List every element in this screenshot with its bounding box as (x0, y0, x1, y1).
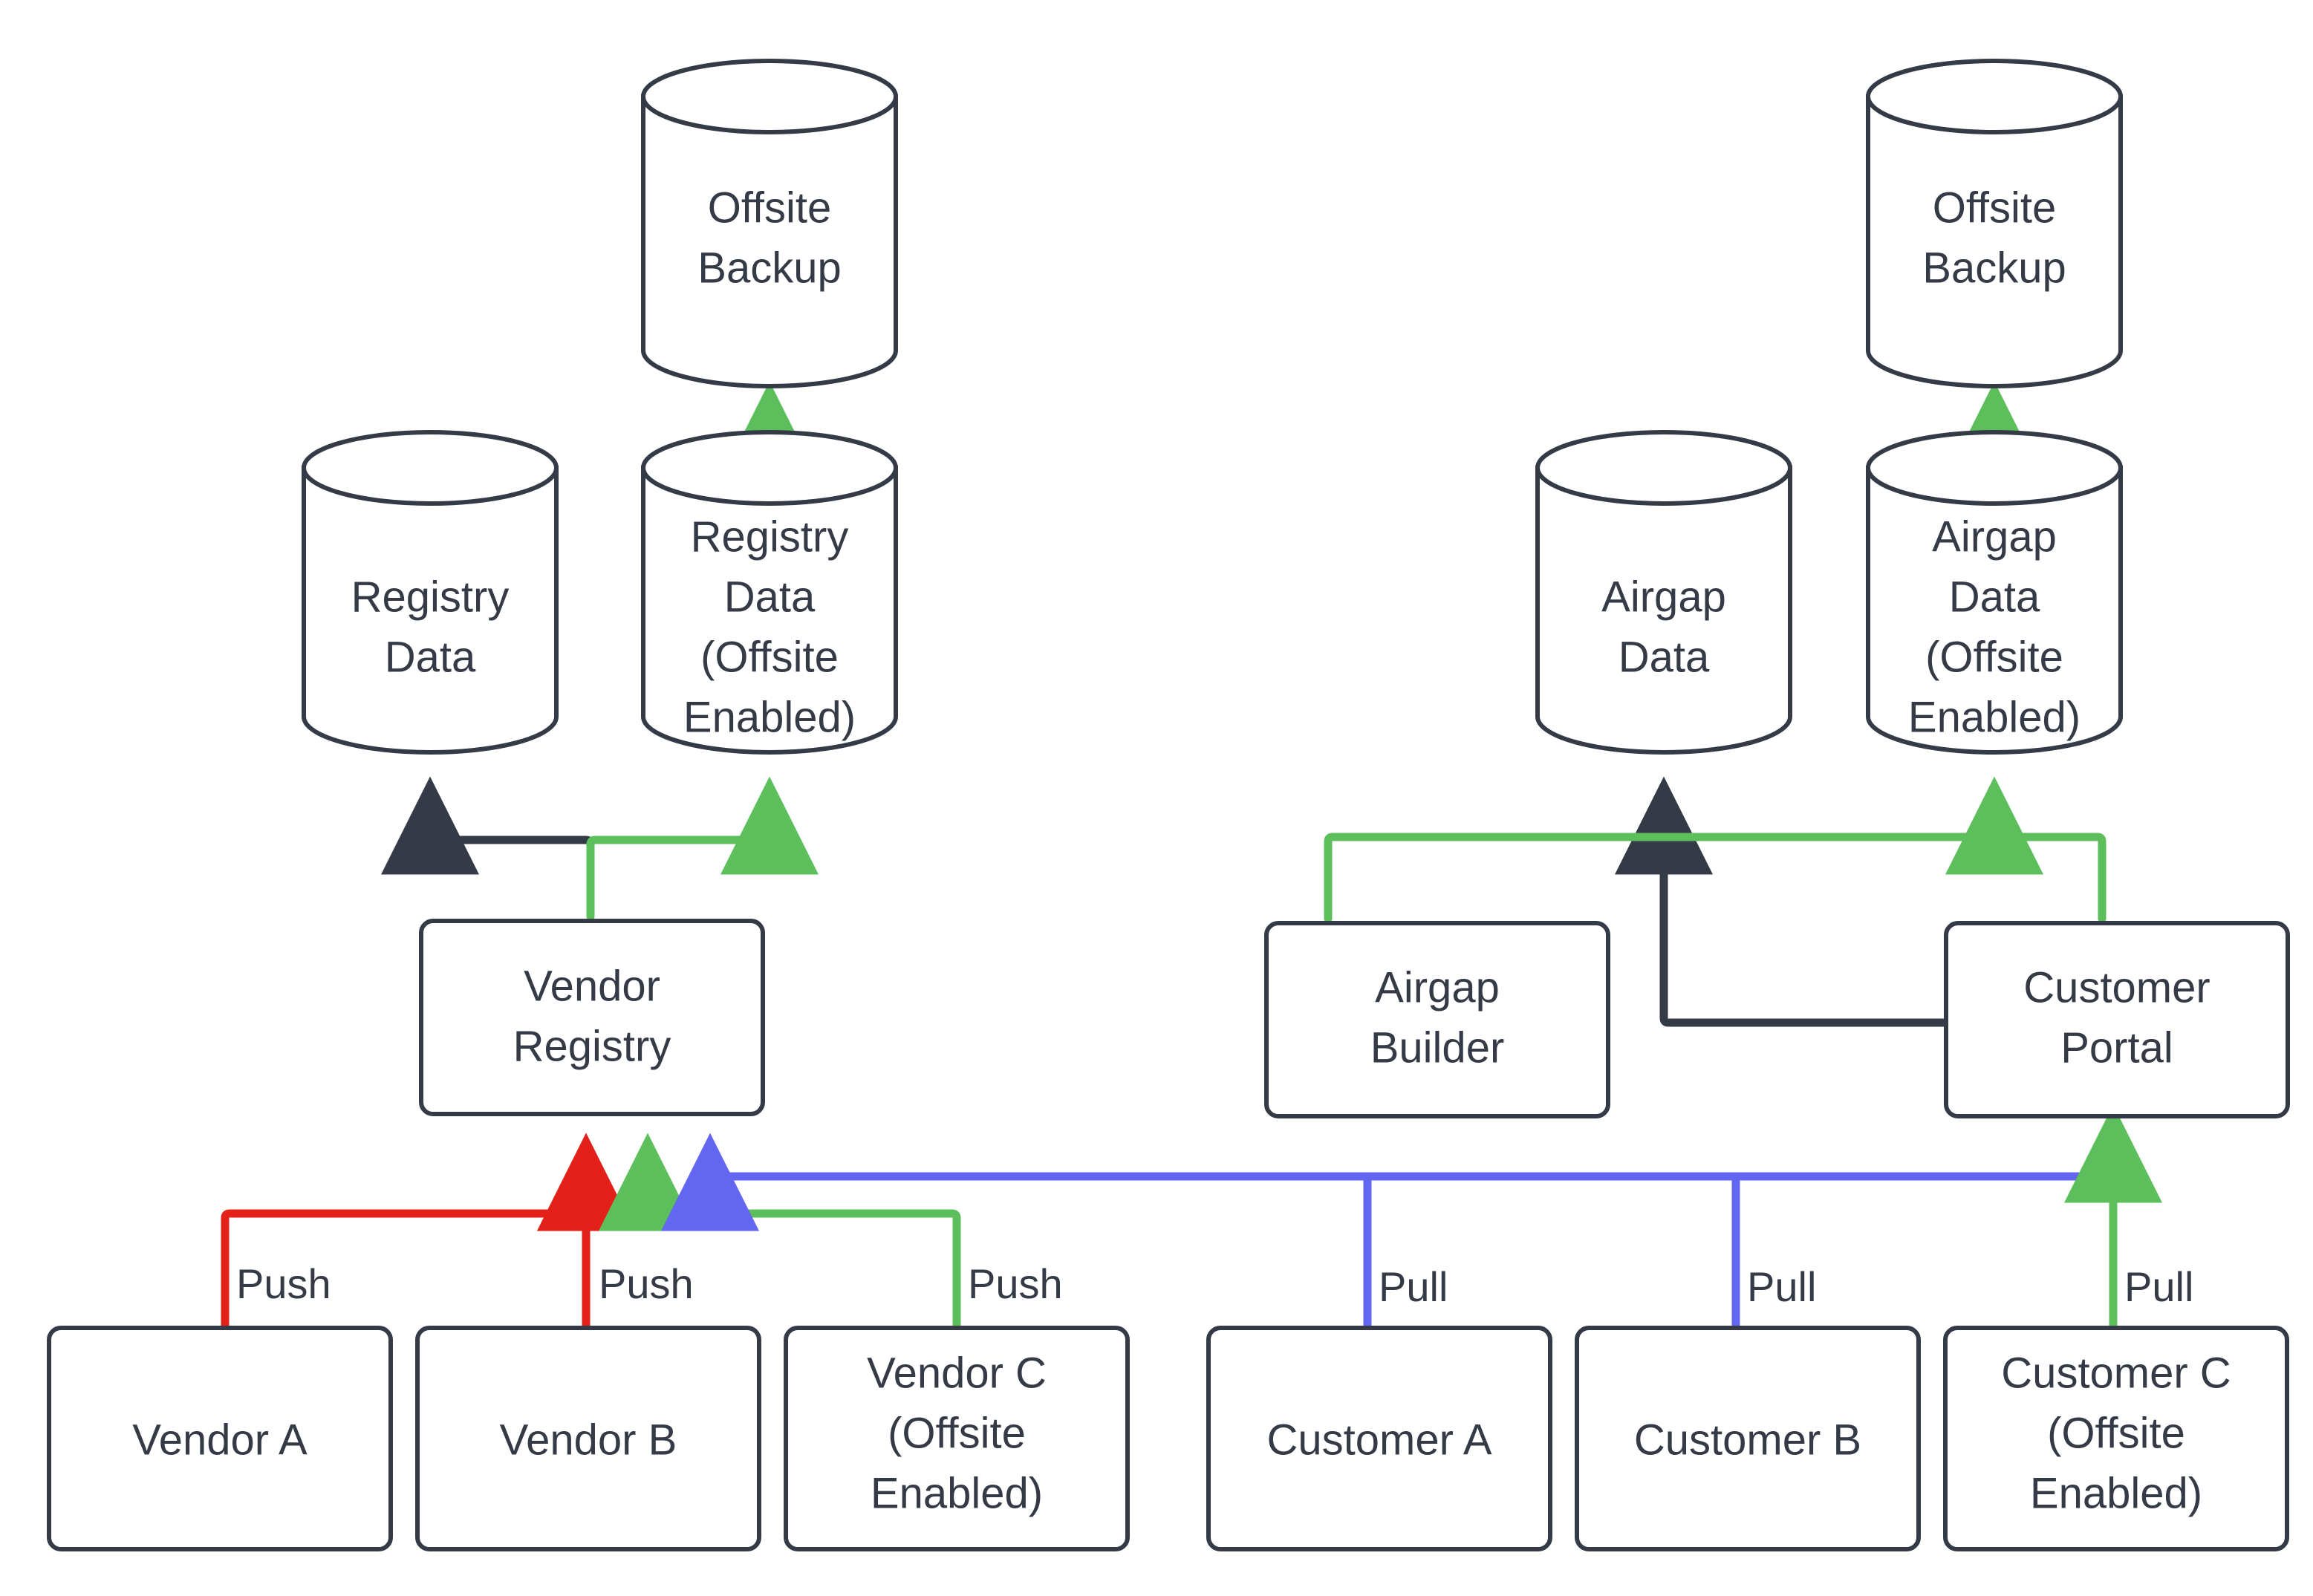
node-label-line: Airgap (1375, 963, 1500, 1012)
node-box (1206, 1326, 1552, 1551)
node-label-line: Enabled) (1908, 693, 2081, 741)
node-label-line: Registry (691, 512, 849, 561)
node-label-line: Airgap (1601, 573, 1726, 621)
node-label-line: Customer (2023, 963, 2210, 1012)
node-label-line: Registry (513, 1022, 671, 1070)
edge-label-push-vendor-b: Push (599, 1260, 694, 1307)
cylinder-body (1866, 466, 2123, 755)
edge-label-pull-customer-a: Pull (1379, 1263, 1448, 1310)
node-offsite-backup-left[interactable]: Offsite Backup (641, 59, 898, 388)
cylinder-top (302, 430, 559, 506)
edge-customer-portal-to-vendor-registry (661, 1113, 2118, 1231)
node-label-line: (Offsite (700, 633, 839, 681)
edge-customer-portal-to-airgap-data (1615, 776, 1951, 1027)
node-airgap-data-offsite[interactable]: Airgap Data (Offsite Enabled) (1866, 430, 2123, 755)
node-label-line: Customer C (2001, 1349, 2231, 1397)
edge-label-push-vendor-c: Push (968, 1260, 1063, 1307)
edge-label-pull-customer-c: Pull (2124, 1263, 2193, 1310)
edge-label-pull-customer-b: Pull (1747, 1263, 1816, 1310)
node-customer-a[interactable]: Customer A (1206, 1326, 1552, 1551)
node-registry-data-offsite[interactable]: Registry Data (Offsite Enabled) (641, 430, 898, 755)
node-registry-data[interactable]: Registry Data (302, 430, 559, 755)
node-vendor-c[interactable]: Vendor C (Offsite Enabled) (784, 1326, 1130, 1551)
node-box (1943, 1326, 2289, 1551)
node-label-line: Customer B (1634, 1416, 1861, 1464)
cylinder-top (1866, 430, 2123, 506)
node-box (47, 1326, 393, 1551)
node-label-line: Vendor B (500, 1416, 677, 1464)
node-box (419, 919, 765, 1116)
node-label-line: Offsite (1933, 183, 2057, 232)
node-label-line: Vendor A (132, 1416, 308, 1464)
edge-label-push-vendor-a: Push (236, 1260, 331, 1307)
node-label-line: Offsite (708, 183, 832, 232)
node-label-line: Vendor C (867, 1349, 1047, 1397)
node-label-line: Portal (2060, 1023, 2173, 1072)
node-label-line: (Offsite (2047, 1409, 2185, 1457)
cylinder-top (641, 430, 898, 506)
node-label-line: Backup (697, 244, 841, 292)
node-label-line: Vendor (524, 962, 660, 1010)
cylinder-body (641, 94, 898, 388)
node-label-line: Data (1619, 633, 1710, 681)
node-label-line: Enabled) (683, 693, 856, 741)
node-customer-c[interactable]: Customer C (Offsite Enabled) (1943, 1326, 2289, 1551)
node-label-line: Registry (351, 573, 510, 621)
node-box (415, 1326, 761, 1551)
node-label-line: Data (1949, 573, 2040, 621)
node-airgap-data[interactable]: Airgap Data (1535, 430, 1792, 755)
edge-vendor-c-to-registry (599, 1133, 961, 1331)
node-vendor-registry[interactable]: Vendor Registry (419, 919, 765, 1116)
node-vendor-b[interactable]: Vendor B (415, 1326, 761, 1551)
node-airgap-builder[interactable]: Airgap Builder (1264, 921, 1610, 1118)
node-box (1575, 1326, 1921, 1551)
node-label-line: Customer A (1267, 1416, 1492, 1464)
edge-airgap-builder-to-airgap-data-offsite (1324, 776, 2043, 923)
edge-vendor-registry-to-registry-data (381, 776, 595, 875)
edge-vendor-registry-to-registry-data-offsite (586, 776, 819, 921)
node-label-line: Data (385, 633, 476, 681)
cylinder-body (1866, 94, 2123, 388)
node-label-line: Enabled) (871, 1469, 1043, 1517)
node-box (1944, 921, 2290, 1118)
node-label-line: Backup (1922, 244, 2066, 292)
node-label-line: (Offsite (888, 1409, 1026, 1457)
cylinder-top (1866, 59, 2123, 134)
node-label-line: Enabled) (2030, 1469, 2202, 1517)
cylinder-top (1535, 430, 1792, 506)
node-label-line: (Offsite (1925, 633, 2063, 681)
node-offsite-backup-right[interactable]: Offsite Backup (1866, 59, 2123, 388)
edge-customer-portal-to-airgap-data-offsite (1994, 833, 2107, 923)
node-label-line: Airgap (1932, 512, 2057, 561)
cylinder-body (302, 466, 559, 755)
node-customer-b[interactable]: Customer B (1575, 1326, 1921, 1551)
cylinder-body (1535, 466, 1792, 755)
node-box (784, 1326, 1130, 1551)
node-customer-portal[interactable]: Customer Portal (1944, 921, 2290, 1118)
cylinder-body (641, 466, 898, 755)
cylinder-top (641, 59, 898, 134)
node-vendor-a[interactable]: Vendor A (47, 1326, 393, 1551)
node-label-line: Data (724, 573, 816, 621)
node-box (1264, 921, 1610, 1118)
edge-label-group: Push Push Push Pull Pull Pull (236, 1260, 2193, 1310)
node-label-line: Builder (1370, 1023, 1505, 1072)
